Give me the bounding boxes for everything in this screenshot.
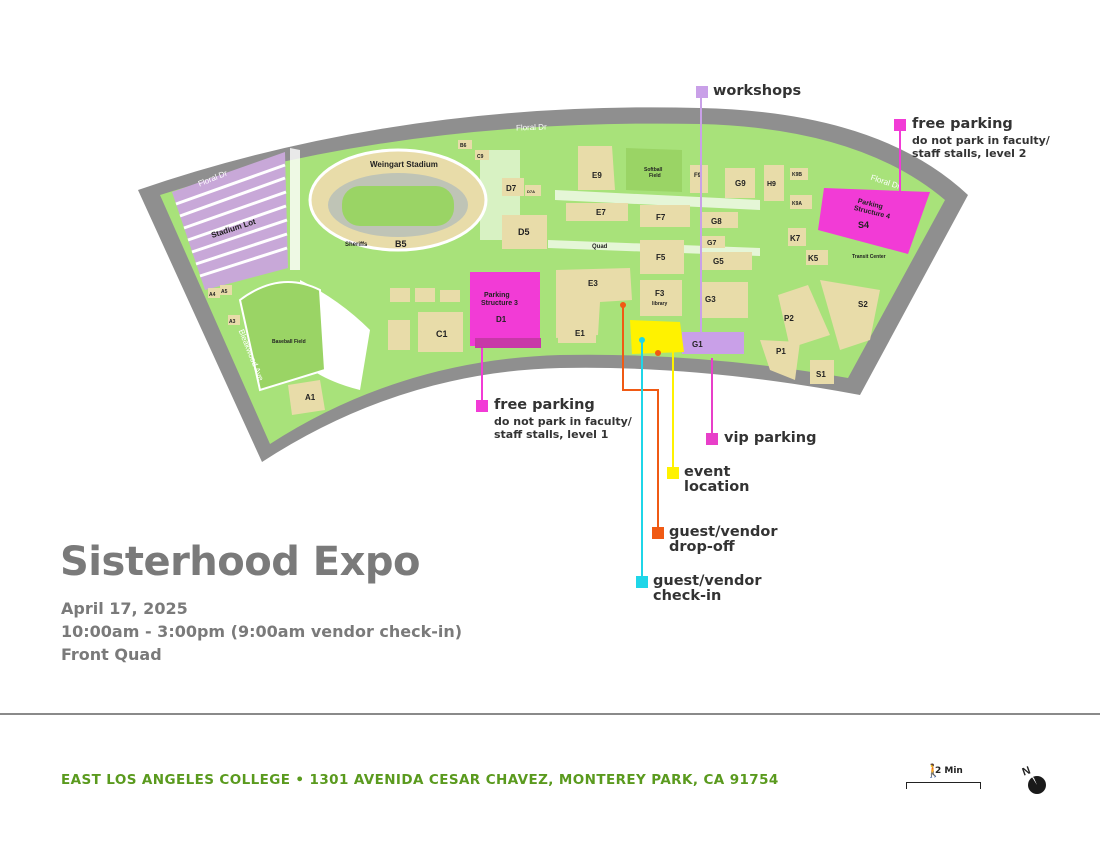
building-a4: A4 xyxy=(209,292,216,298)
checkin-swatch xyxy=(636,576,648,588)
free-parking-s3-note-2: staff stalls, level 1 xyxy=(494,428,609,441)
building-a1: A1 xyxy=(305,393,316,402)
north-buildings: B6 C9 D7 D7A D5 E9 E7 Softball Field F7 … xyxy=(458,140,828,274)
dropoff-leader xyxy=(622,305,659,533)
softball-label-2: Field xyxy=(649,173,661,179)
stadium-lot: Stadium Lot xyxy=(172,152,288,290)
building-e3: E3 xyxy=(588,279,598,288)
checkin-label-2: check-in xyxy=(653,588,722,604)
dropoff-swatch xyxy=(652,527,664,539)
event-location-area xyxy=(630,320,684,354)
building-p1: P1 xyxy=(776,347,786,356)
building-g9: G9 xyxy=(735,179,746,188)
free-parking-s3-label: free parking xyxy=(494,397,595,413)
dropoff-label-1: guest/vendor xyxy=(669,524,778,540)
building-d7: D7 xyxy=(506,184,517,193)
building-b5: B5 xyxy=(395,239,407,249)
quad-label: Quad xyxy=(592,244,608,250)
building-e9: E9 xyxy=(592,171,602,180)
baseball-field: Baseball Field A4 A5 A3 A1 xyxy=(208,281,327,415)
workshops-swatch xyxy=(696,86,708,98)
building-s2: S2 xyxy=(858,300,868,309)
c-cluster: C1 xyxy=(388,288,463,352)
building-d7a: D7A xyxy=(527,189,535,194)
north-label: N xyxy=(1021,765,1033,779)
building-b6: B6 xyxy=(460,143,467,149)
event-time: 10:00am - 3:00pm (9:00am vendor check-in… xyxy=(61,622,463,641)
building-k9b: K9B xyxy=(792,172,802,178)
page-title: Sisterhood Expo xyxy=(60,539,421,585)
free-parking-s4-note-2: staff stalls, level 2 xyxy=(912,147,1027,160)
building-f5: F5 xyxy=(656,253,666,262)
leader-lines xyxy=(481,96,901,580)
footer-address: EAST LOS ANGELES COLLEGE • 1301 AVENIDA … xyxy=(61,772,779,788)
library-label: library xyxy=(652,301,668,307)
building-k5: K5 xyxy=(808,254,819,263)
event-location-label-1: event xyxy=(684,464,731,480)
softball-label-1: Softball xyxy=(644,167,663,173)
building-a5: A5 xyxy=(221,289,228,295)
footer-divider xyxy=(0,713,1100,715)
workshops-label: workshops xyxy=(713,83,802,99)
event-place: Front Quad xyxy=(61,645,162,664)
building-e1: E1 xyxy=(575,329,585,338)
building-c1: C1 xyxy=(436,329,448,339)
street-floral-top: Floral Dr xyxy=(516,122,547,132)
weingart-stadium: Weingart Stadium Sheriffs B5 xyxy=(308,148,488,252)
building-e7: E7 xyxy=(596,208,606,217)
scale-bar xyxy=(906,782,981,789)
building-a3: A3 xyxy=(229,319,236,325)
parking-structure-4: Parking Structure 4 S4 xyxy=(818,188,930,254)
sheriffs-label: Sheriffs xyxy=(345,242,368,248)
vip-parking-label: vip parking xyxy=(724,430,817,446)
building-k7: K7 xyxy=(790,234,801,243)
transit-center-label: Transit Center xyxy=(852,254,886,260)
parking-structure-3: Parking Structure 3 D1 xyxy=(470,272,541,348)
building-s1: S1 xyxy=(816,370,826,379)
scale-label: 2 Min xyxy=(935,766,963,776)
event-location-label-2: location xyxy=(684,479,750,495)
east-buildings: S2 P2 P1 S1 Transit Center xyxy=(760,254,886,384)
ps3-label-1: Parking xyxy=(484,292,510,299)
building-g3: G3 xyxy=(705,295,716,304)
dropoff-label-2: drop-off xyxy=(669,539,735,555)
ps3-label-2: Structure 3 xyxy=(481,300,518,307)
walking-person-icon: 🚶 xyxy=(925,763,942,778)
stadium-label: Weingart Stadium xyxy=(370,160,438,169)
building-f7: F7 xyxy=(656,213,666,222)
building-h9: H9 xyxy=(767,181,776,188)
building-k9a: K9A xyxy=(792,201,802,207)
g1-workshops: G1 xyxy=(682,332,744,354)
baseball-field-label: Baseball Field xyxy=(272,339,306,345)
free-parking-s4-note-1: do not park in faculty/ xyxy=(912,134,1050,147)
checkin-label-1: guest/vendor xyxy=(653,573,762,589)
building-f3: F3 xyxy=(655,289,665,298)
building-g1: G1 xyxy=(692,340,703,349)
building-g7: G7 xyxy=(707,240,716,247)
ps4-id: S4 xyxy=(858,220,869,230)
free-parking-s4-label: free parking xyxy=(912,116,1013,132)
event-location-swatch xyxy=(667,467,679,479)
free-parking-s4-swatch xyxy=(894,119,906,131)
building-p2: P2 xyxy=(784,314,794,323)
free-parking-s3-note-1: do not park in faculty/ xyxy=(494,415,632,428)
north-arrow-icon: N xyxy=(1021,765,1046,794)
vip-parking-swatch xyxy=(706,433,718,445)
building-g5: G5 xyxy=(713,257,724,266)
free-parking-s3-swatch xyxy=(476,400,488,412)
event-date: April 17, 2025 xyxy=(61,599,188,618)
ps3-id: D1 xyxy=(496,315,507,324)
central-buildings: E3 E1 F3 library G3 xyxy=(556,268,748,343)
building-c9: C9 xyxy=(477,154,484,160)
building-d5: D5 xyxy=(518,227,530,237)
building-f9: F9 xyxy=(694,173,702,179)
building-g8: G8 xyxy=(711,217,722,226)
